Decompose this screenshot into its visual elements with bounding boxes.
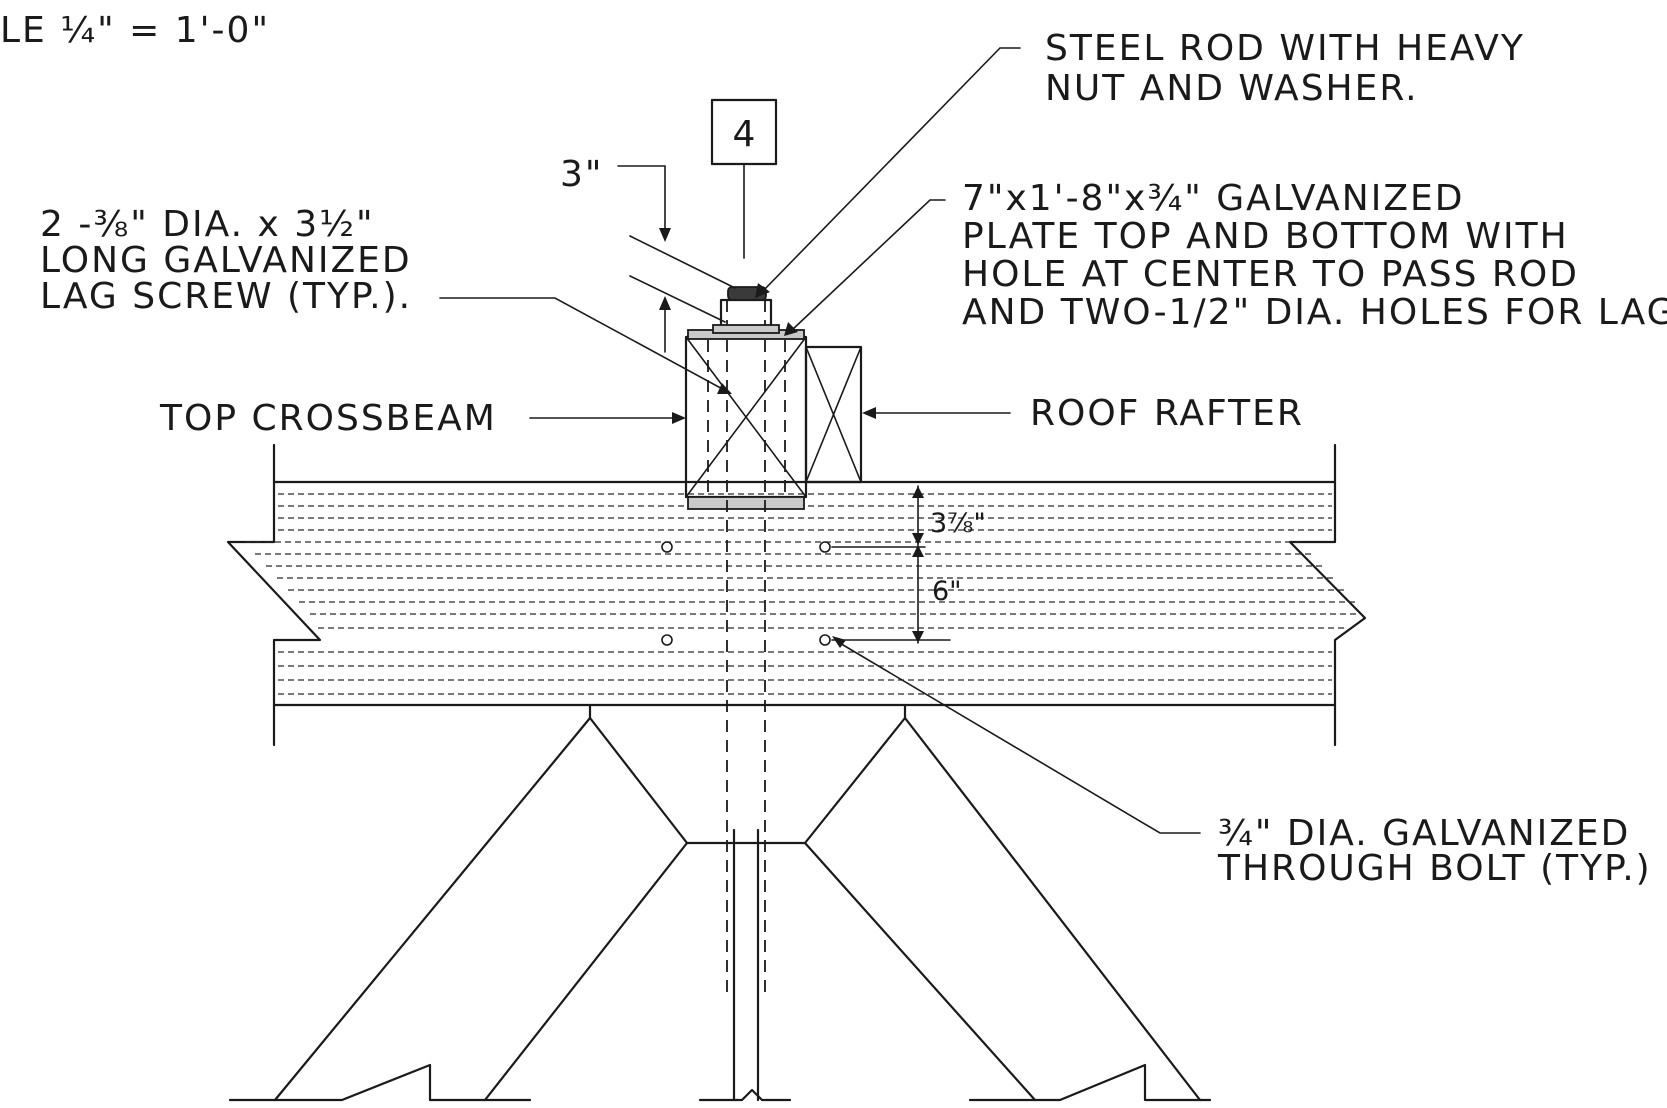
plate-note-line-3: HOLE AT CENTER TO PASS ROD — [962, 254, 1579, 295]
steel-rod-callout: STEEL ROD WITH HEAVY NUT AND WASHER. — [755, 28, 1525, 298]
roof-rafter-callout: ROOF RAFTER — [862, 393, 1304, 434]
detail-tag: 4 — [710, 98, 778, 259]
rod-projection-label: 3" — [560, 154, 603, 195]
vertical-dimensions: 3⅞" 6" — [831, 485, 986, 644]
lag-screw-note-line-3: LAG SCREW (TYP.). — [40, 276, 412, 317]
plate-callout: 7"x1'-8"x¾" GALVANIZED PLATE TOP AND BOT… — [784, 178, 1667, 336]
washer — [712, 324, 780, 334]
lag-screw-note-line-1: 2 -⅜" DIA. x 3½" — [40, 204, 375, 245]
through-bolt-note-line-1: ¾" DIA. GALVANIZED — [1218, 813, 1630, 854]
steel-rod-note-line-1: STEEL ROD WITH HEAVY — [1045, 28, 1525, 69]
tag-number: 4 — [733, 114, 756, 155]
through-bolt-note-line-2: THROUGH BOLT (TYP.) — [1217, 848, 1652, 889]
wood-grain — [245, 493, 1360, 695]
scale-label: LE ¼" = 1'-0" — [0, 10, 270, 51]
steel-rod-note-line-2: NUT AND WASHER. — [1045, 68, 1419, 109]
through-bolt-callout: ¾" DIA. GALVANIZED THROUGH BOLT (TYP.) — [832, 636, 1652, 889]
top-crossbeam-block — [684, 335, 808, 499]
plate-note-line-4: AND TWO-1/2" DIA. HOLES FOR LAG — [962, 292, 1667, 333]
lag-screw-callout: 2 -⅜" DIA. x 3½" LONG GALVANIZED LAG SCR… — [40, 204, 732, 394]
rod-projection-dimension: 3" — [560, 154, 736, 353]
bolt-spacing-label: 6" — [932, 576, 962, 607]
top-crossbeam-callout: TOP CROSSBEAM — [159, 398, 686, 439]
roof-rafter-label: ROOF RAFTER — [1030, 393, 1304, 434]
lag-screw-note-line-2: LONG GALVANIZED — [40, 240, 412, 281]
top-crossbeam-label: TOP CROSSBEAM — [159, 398, 497, 439]
through-bolts — [661, 541, 831, 646]
roof-rafter-block — [804, 345, 863, 484]
bottom-plate — [687, 496, 805, 510]
top-bolt-offset-label: 3⅞" — [930, 508, 986, 539]
plate-note-line-2: PLATE TOP AND BOTTOM WITH — [962, 216, 1569, 257]
plate-note-line-1: 7"x1'-8"x¾" GALVANIZED — [962, 178, 1464, 219]
lower-support — [228, 703, 1212, 1102]
main-beam — [226, 443, 1367, 747]
